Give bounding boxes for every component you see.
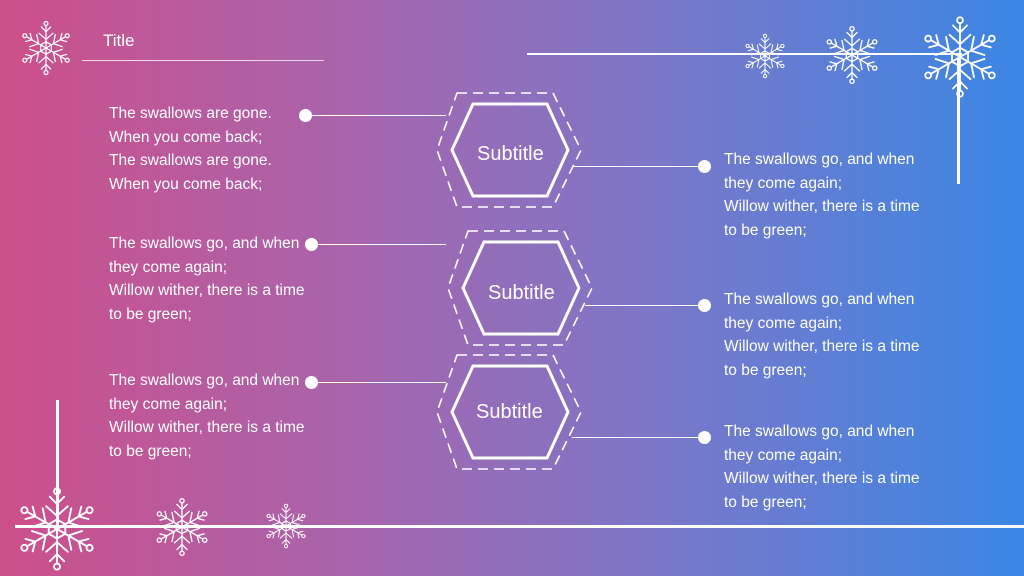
connector-left-2	[312, 244, 446, 246]
text-line: Willow wither, there is a time	[109, 282, 305, 299]
right-text-block-2: The swallows go, and when they come agai…	[724, 288, 920, 382]
left-text-block-2: The swallows go, and when they come agai…	[109, 232, 305, 326]
hexagon-2-label: Subtitle	[488, 282, 555, 304]
text-line: The swallows go, and when	[724, 423, 915, 440]
text-line: Willow wither, there is a time	[724, 470, 920, 487]
connector-left-3	[312, 382, 446, 384]
title-underline	[82, 60, 324, 61]
hexagon-3	[436, 354, 582, 470]
connector-right-3	[572, 437, 704, 439]
connector-dot-left-1	[299, 109, 312, 122]
text-line: to be green;	[109, 305, 192, 323]
hexagon-1	[436, 92, 582, 208]
text-line: they come again;	[109, 258, 228, 276]
hexagon-1-label: Subtitle	[477, 143, 544, 165]
text-line: Willow wither, there is a time	[724, 338, 920, 355]
left-text-block-3: The swallows go, and when they come agai…	[109, 369, 305, 463]
text-line: to be green;	[724, 493, 807, 511]
text-line: to be green;	[109, 442, 192, 460]
text-line: they come again;	[724, 446, 843, 464]
text-line: they come again;	[109, 395, 228, 413]
hexagon-2	[447, 230, 593, 346]
bottom-left-vertical-line	[56, 400, 59, 530]
text-line: The swallows are gone.	[109, 152, 272, 169]
text-line: they come again;	[724, 174, 843, 192]
connector-right-1	[574, 166, 704, 168]
connector-dot-left-3	[305, 376, 318, 389]
snowflake-icon	[822, 25, 882, 85]
connector-dot-right-2	[698, 299, 711, 312]
text-line: When you come back;	[109, 175, 263, 193]
text-line: they come again;	[724, 314, 843, 332]
connector-dot-left-2	[305, 238, 318, 251]
connector-dot-right-1	[698, 160, 711, 173]
left-text-block-1: The swallows are gone. When you come bac…	[109, 102, 272, 196]
connector-right-2	[585, 305, 704, 307]
text-line: Willow wither, there is a time	[724, 198, 920, 215]
snowflake-icon	[14, 486, 100, 572]
right-text-block-3: The swallows go, and when they come agai…	[724, 420, 920, 514]
text-line: Willow wither, there is a time	[109, 419, 305, 436]
text-line: The swallows go, and when	[724, 151, 915, 168]
connector-left-1	[306, 115, 446, 117]
text-line: The swallows go, and when	[109, 372, 300, 389]
bottom-rail-line	[15, 525, 1024, 528]
text-line: to be green;	[724, 361, 807, 379]
connector-dot-right-3	[698, 431, 711, 444]
right-text-block-1: The swallows go, and when they come agai…	[724, 148, 920, 242]
top-rail-line	[527, 53, 962, 55]
snowflake-icon	[152, 497, 212, 557]
text-line: to be green;	[724, 221, 807, 239]
top-right-vertical-line	[957, 58, 960, 184]
snowflake-icon	[918, 15, 1002, 99]
snowflake-icon	[263, 503, 309, 549]
text-line: The swallows are gone.	[109, 105, 272, 122]
hexagon-3-label: Subtitle	[476, 401, 543, 423]
snowflake-icon	[18, 20, 74, 76]
text-line: The swallows go, and when	[724, 291, 915, 308]
snowflake-icon	[742, 33, 788, 79]
text-line: The swallows go, and when	[109, 235, 300, 252]
text-line: When you come back;	[109, 128, 263, 146]
slide-title: Title	[103, 31, 135, 50]
